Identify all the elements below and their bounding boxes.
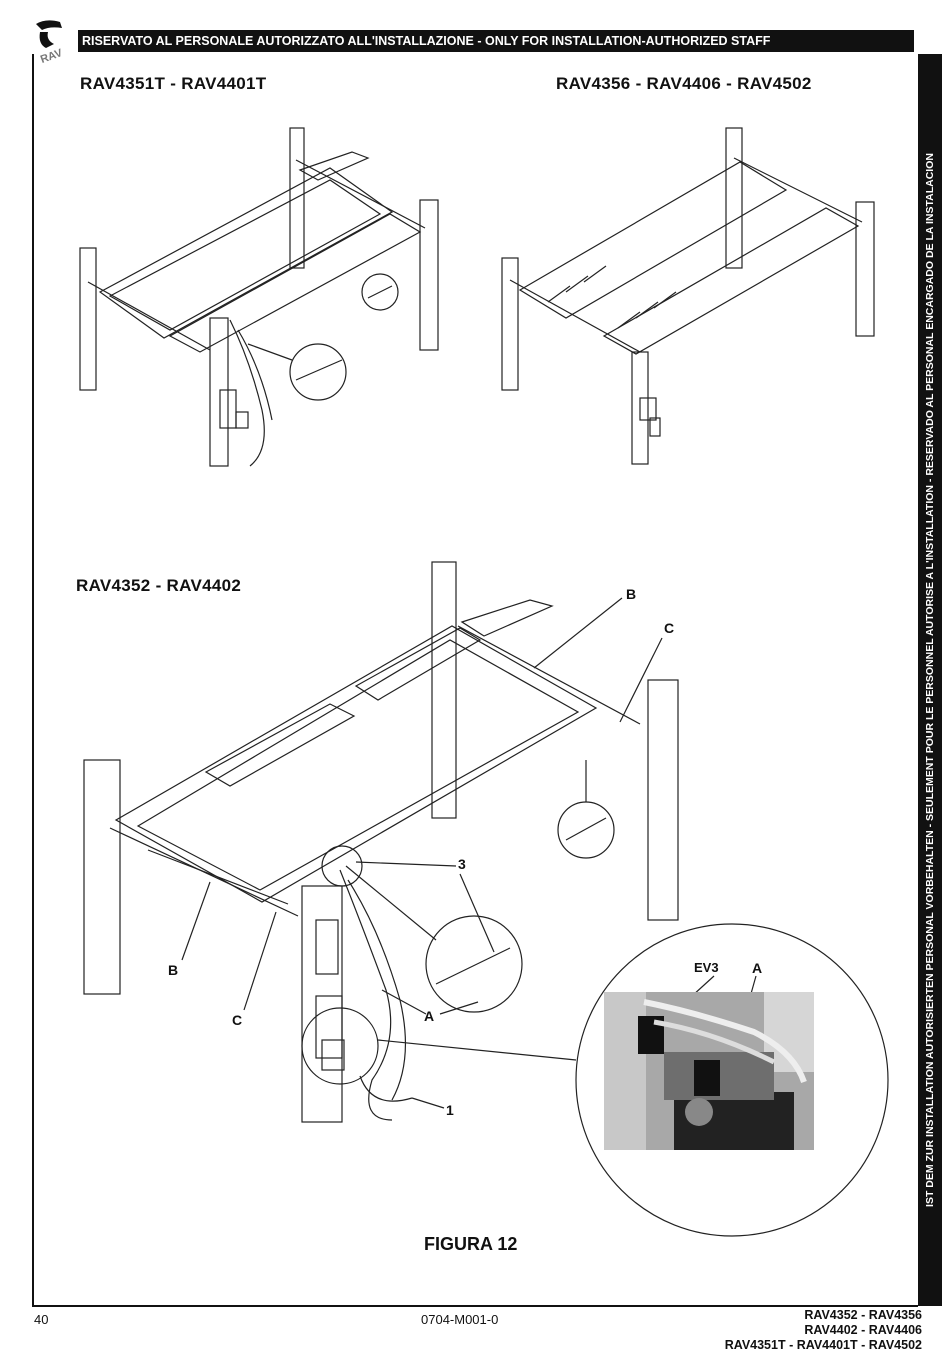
callout-ev3: EV3 [694,960,719,975]
footer-models-line-2: RAV4402 - RAV4406 [804,1323,922,1337]
bottom-lift-drawing [83,561,889,1237]
callout-b-left: B [168,962,179,978]
page-frame-left [32,54,34,1306]
lift-line-drawings [79,127,889,1237]
figure-title: FIGURA 12 [424,1234,518,1254]
page-frame-bottom [32,1305,918,1307]
callout-c-top: C [664,620,675,636]
footer-models-line-3: RAV4351T - RAV4401T - RAV4502 [724,1338,922,1352]
callout-3: 3 [458,856,466,872]
footer-model-list: RAV4352 - RAV4356 RAV4402 - RAV4406 RAV4… [725,1308,922,1353]
authorized-staff-banner: RISERVATO AL PERSONALE AUTORIZZATO ALL'I… [78,30,914,52]
callout-a-main: A [424,1008,435,1024]
callout-a-photo: A [752,960,763,976]
callout-b-top: B [626,586,637,602]
top-left-lift-drawing [79,127,439,467]
top-right-lift-drawing [501,127,875,465]
callout-c-left: C [232,1012,243,1028]
footer-models-line-1: RAV4352 - RAV4356 [804,1308,922,1322]
document-code: 0704-M001-0 [421,1312,499,1327]
page-number: 40 [34,1312,49,1327]
top-right-diagram-title: RAV4356 - RAV4406 - RAV4502 [556,74,812,93]
sidebar-text: IST DEM ZUR INSTALLATION AUTORISIERTEN P… [924,153,936,1207]
rav-logo-icon: RAV [36,20,65,64]
callout-1: 1 [446,1102,454,1118]
top-left-diagram-title: RAV4351T - RAV4401T [80,74,267,93]
bottom-diagram-title: RAV4352 - RAV4402 [76,576,242,595]
language-sidebar: IST DEM ZUR INSTALLATION AUTORISIERTEN P… [918,54,942,1306]
pump-detail-photo [604,992,814,1150]
